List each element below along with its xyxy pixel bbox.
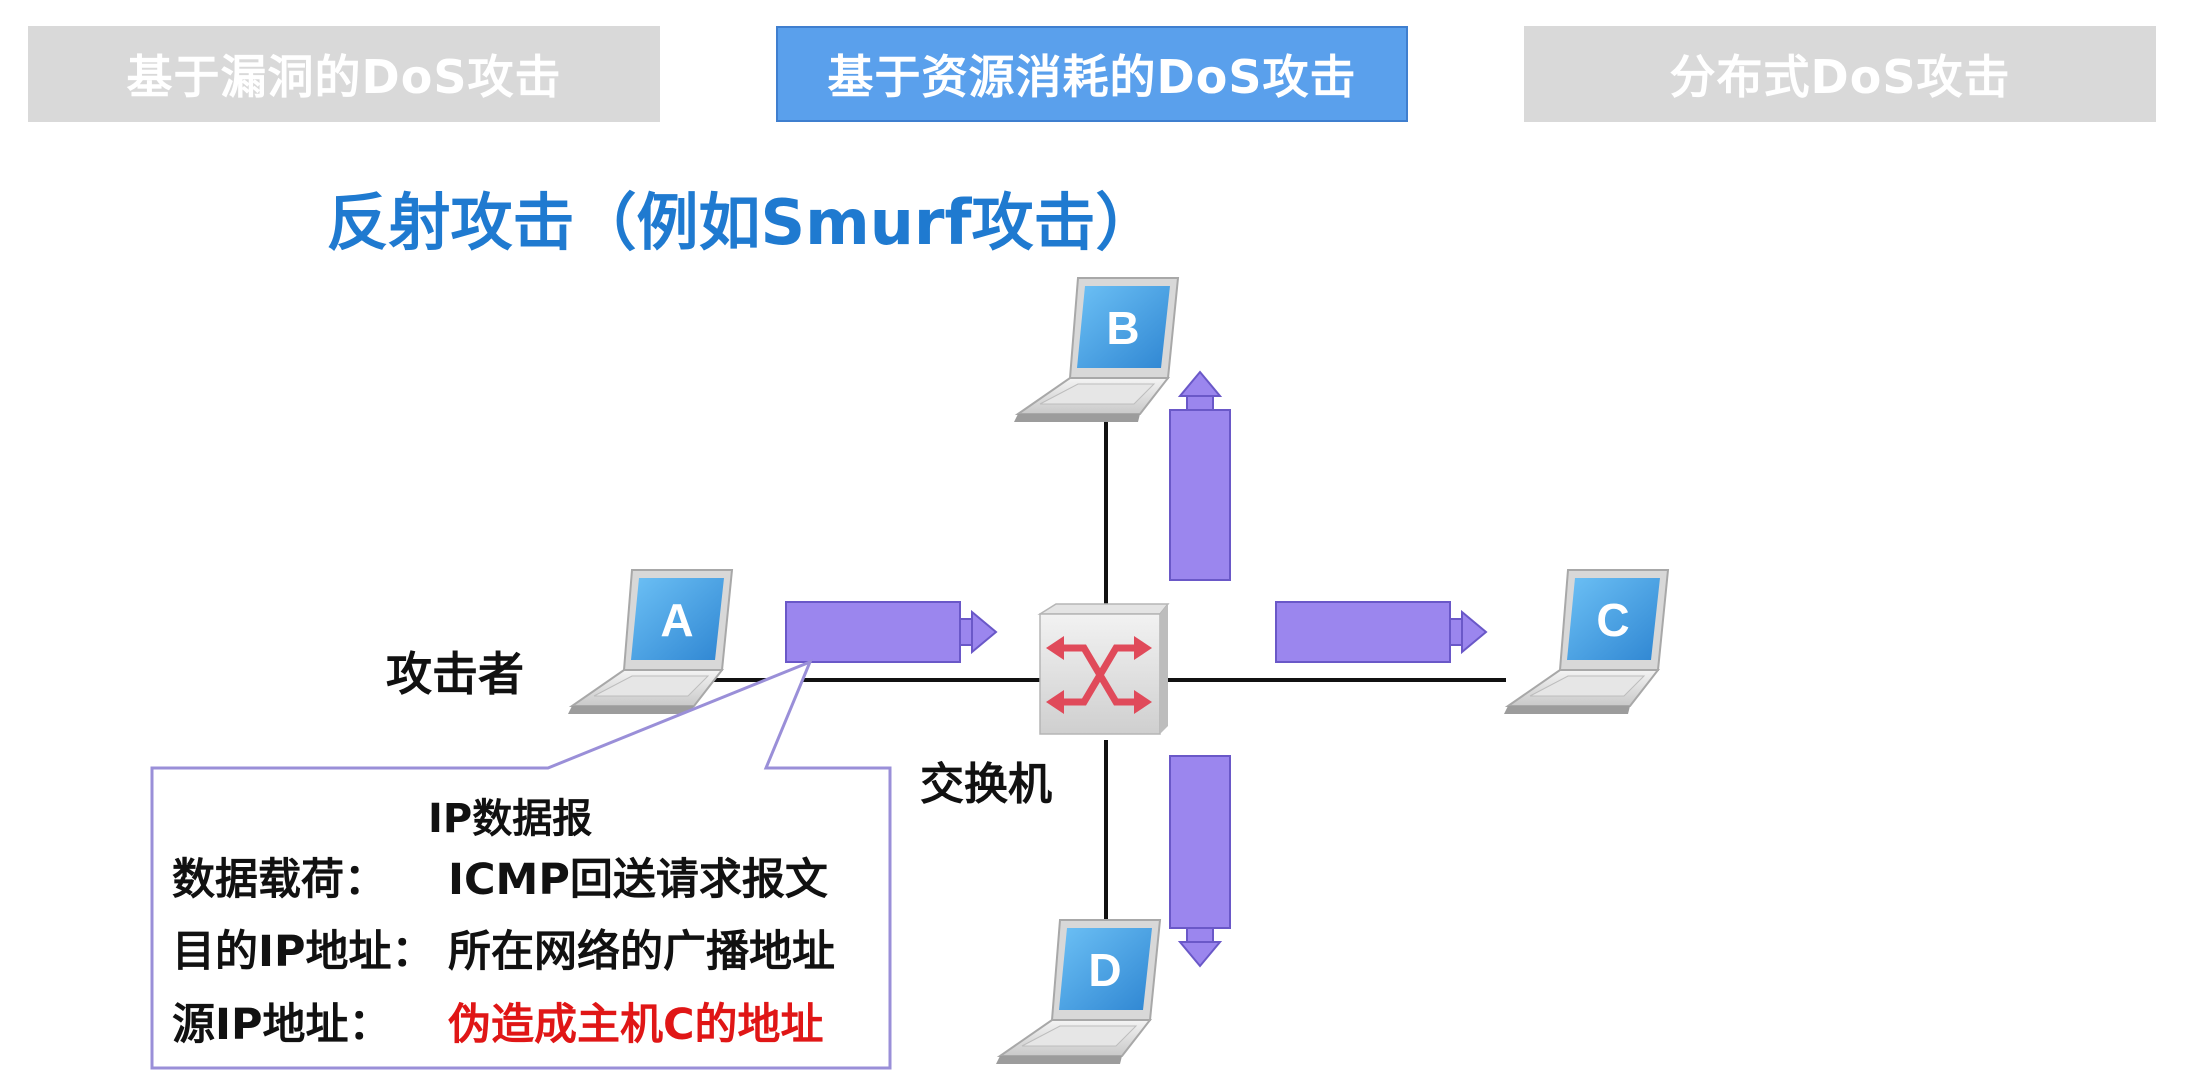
slide-title: 反射攻击（例如Smurf攻击） [326,186,1158,259]
node-label-d: D [1088,944,1121,996]
node-label-b: B [1106,302,1139,354]
laptop-icon-a: A [567,569,733,715]
packet-arrow-icon-switch-to-c [1275,601,1488,663]
source-ip-value: 伪造成主机C的地址 [448,1000,824,1050]
tab-resource-dos[interactable]: 基于资源消耗的DoS攻击 [776,26,1408,122]
packet-arrow-icon-a-to-switch [785,601,998,663]
node-label-c: C [1596,594,1629,646]
destination-ip-value: 所在网络的广播地址 [448,927,835,977]
destination-ip-label: 目的IP地址： [172,927,435,977]
attacker-label: 攻击者 [386,647,524,701]
laptop-icon-b: B [1013,277,1179,423]
tab-distributed-dos[interactable]: 分布式DoS攻击 [1524,26,2156,122]
network-switch-icon [1037,603,1170,735]
laptop-icon-d: D [995,919,1161,1065]
laptop-icon-c: C [1503,569,1669,715]
packet-heading: IP数据报 [428,796,593,842]
node-label-a: A [660,594,693,646]
tab-vulnerability-dos[interactable]: 基于漏洞的DoS攻击 [28,26,660,122]
packet-arrow-icon-switch-to-d [1169,755,1231,968]
switch-label: 交换机 [920,759,1052,810]
payload-value: ICMP回送请求报文 [448,855,828,905]
payload-label: 数据载荷： [172,855,387,905]
packet-arrow-icon-switch-to-b [1169,370,1231,581]
packet-callout-box [150,659,892,1070]
source-ip-label: 源IP地址： [172,1000,392,1050]
